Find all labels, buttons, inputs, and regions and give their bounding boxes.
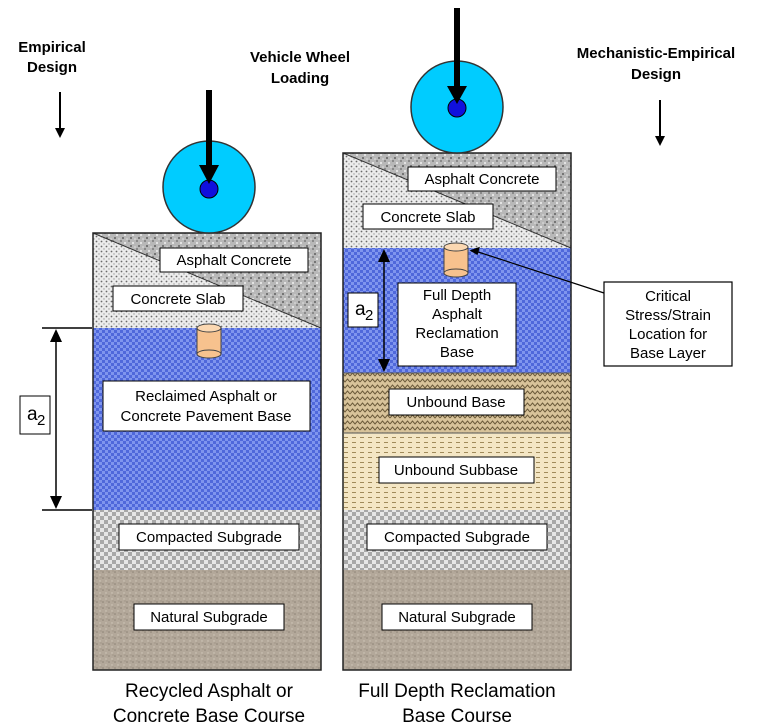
svg-text:Critical: Critical — [645, 288, 691, 305]
svg-text:Location for: Location for — [629, 326, 707, 343]
svg-text:Concrete Base Course: Concrete Base Course — [113, 706, 305, 727]
svg-text:Unbound Base: Unbound Base — [406, 394, 505, 411]
svg-text:Design: Design — [631, 66, 681, 83]
svg-text:Mechanistic-Empirical: Mechanistic-Empirical — [577, 45, 735, 62]
svg-text:Full Depth Reclamation: Full Depth Reclamation — [358, 681, 555, 702]
svg-text:Vehicle Wheel: Vehicle Wheel — [250, 49, 350, 66]
right-asphalt-label: Asphalt Concrete — [407, 166, 557, 192]
svg-text:Base: Base — [440, 344, 474, 361]
svg-text:2: 2 — [365, 307, 373, 324]
svg-text:Full Depth: Full Depth — [423, 287, 491, 304]
left-asphalt-label: Asphalt Concrete — [159, 247, 309, 273]
empirical-design-heading: Empirical Design — [18, 39, 86, 76]
svg-text:Base Layer: Base Layer — [630, 345, 706, 362]
svg-text:Asphalt Concrete: Asphalt Concrete — [424, 171, 539, 188]
svg-text:Compacted Subgrade: Compacted Subgrade — [384, 529, 530, 546]
svg-text:Stress/Strain: Stress/Strain — [625, 307, 711, 324]
svg-text:Design: Design — [27, 59, 77, 76]
svg-text:Unbound Subbase: Unbound Subbase — [394, 462, 518, 479]
left-a2-dimension: a 2 — [19, 327, 92, 511]
right-unbound-base-label: Unbound Base — [388, 388, 525, 416]
svg-text:Asphalt: Asphalt — [432, 306, 483, 323]
svg-text:Concrete Slab: Concrete Slab — [130, 291, 225, 308]
svg-text:Recycled Asphalt or: Recycled Asphalt or — [125, 681, 294, 702]
svg-text:a: a — [355, 299, 366, 320]
mechanistic-down-arrow — [655, 100, 665, 146]
svg-text:Base Course: Base Course — [402, 706, 512, 727]
svg-text:Asphalt Concrete: Asphalt Concrete — [176, 252, 291, 269]
left-compacted-label: Compacted Subgrade — [118, 523, 300, 551]
right-unbound-subbase-label: Unbound Subbase — [378, 456, 535, 484]
critical-stress-callout: Critical Stress/Strain Location for Base… — [469, 246, 733, 367]
empirical-down-arrow — [55, 92, 65, 138]
right-base-label: Full Depth Asphalt Reclamation Base — [397, 282, 517, 367]
left-caption: Recycled Asphalt or Concrete Base Course — [113, 681, 305, 727]
left-slab-label: Concrete Slab — [112, 285, 244, 312]
left-natural-label: Natural Subgrade — [133, 603, 285, 631]
svg-text:Concrete Pavement Base: Concrete Pavement Base — [121, 408, 292, 425]
right-wheel — [410, 8, 504, 154]
svg-text:Concrete Slab: Concrete Slab — [380, 209, 475, 226]
svg-text:Natural Subgrade: Natural Subgrade — [150, 609, 268, 626]
right-natural-label: Natural Subgrade — [381, 603, 533, 631]
svg-text:Compacted Subgrade: Compacted Subgrade — [136, 529, 282, 546]
right-cylinder-icon — [443, 242, 469, 278]
svg-text:Reclaimed Asphalt or: Reclaimed Asphalt or — [135, 388, 277, 405]
mechanistic-empirical-heading: Mechanistic-Empirical Design — [577, 45, 735, 83]
vehicle-wheel-loading-heading: Vehicle Wheel Loading — [250, 49, 350, 87]
right-slab-label: Concrete Slab — [362, 203, 494, 230]
svg-text:Reclamation: Reclamation — [415, 325, 498, 342]
right-a2-dimension: a 2 — [347, 249, 390, 372]
left-cylinder-icon — [196, 323, 222, 359]
left-base-label: Reclaimed Asphalt or Concrete Pavement B… — [102, 380, 311, 432]
svg-text:a: a — [27, 404, 38, 425]
right-compacted-label: Compacted Subgrade — [366, 523, 548, 551]
left-wheel — [162, 90, 256, 234]
svg-text:2: 2 — [37, 412, 45, 429]
svg-text:Empirical: Empirical — [18, 39, 86, 56]
svg-text:Loading: Loading — [271, 70, 329, 87]
right-caption: Full Depth Reclamation Base Course — [358, 681, 555, 727]
svg-text:Natural Subgrade: Natural Subgrade — [398, 609, 516, 626]
